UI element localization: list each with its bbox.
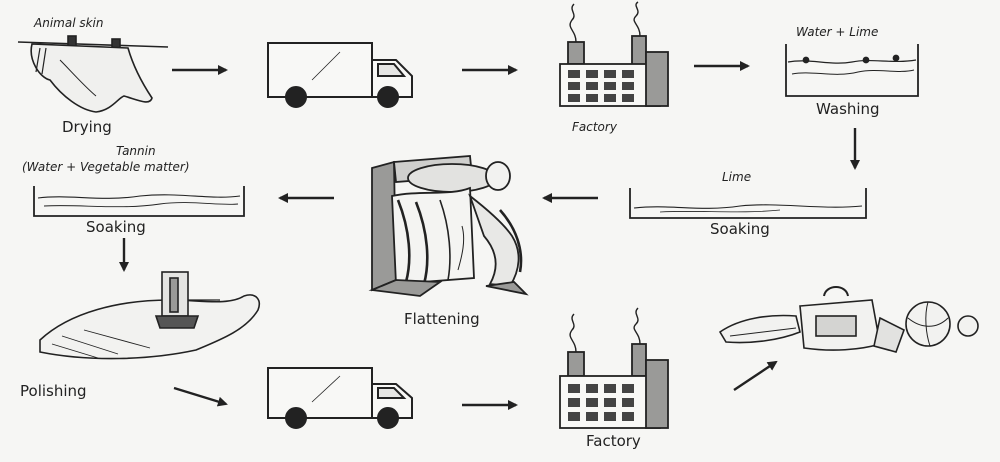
flow-arrows xyxy=(119,61,860,410)
factory-icon xyxy=(559,307,669,429)
truck-icon xyxy=(267,367,413,429)
soaking-tannin-label: Soaking xyxy=(86,218,146,236)
flattening-machine-icon xyxy=(368,155,529,297)
lime-soaking-tank-icon xyxy=(629,188,867,219)
soaking-lime-label: Soaking xyxy=(710,220,770,238)
animal-skin-label: Animal skin xyxy=(34,16,104,30)
leather-products-icon xyxy=(718,286,979,353)
tannin-label: Tannin xyxy=(116,144,156,158)
arrow-polishing-to-truck xyxy=(173,386,228,407)
flattening-label: Flattening xyxy=(404,310,480,328)
washing-label: Washing xyxy=(816,100,880,118)
arrow-factory-to-products xyxy=(733,360,778,391)
water-vegetable-label: (Water + Vegetable matter) xyxy=(22,160,190,174)
factory-label: Factory xyxy=(586,432,641,450)
factory-label: Factory xyxy=(572,120,617,134)
polishing-label: Polishing xyxy=(20,382,87,400)
drying-label: Drying xyxy=(62,118,112,136)
truck-icon xyxy=(267,42,413,108)
tannin-soaking-tank-icon xyxy=(33,186,245,217)
lime-label: Lime xyxy=(722,170,752,184)
polishing-icon xyxy=(39,271,260,360)
washing-tank-icon xyxy=(785,44,919,97)
factory-icon xyxy=(559,1,669,107)
water-lime-label: Water + Lime xyxy=(796,25,879,39)
animal-skin-icon xyxy=(17,35,169,113)
